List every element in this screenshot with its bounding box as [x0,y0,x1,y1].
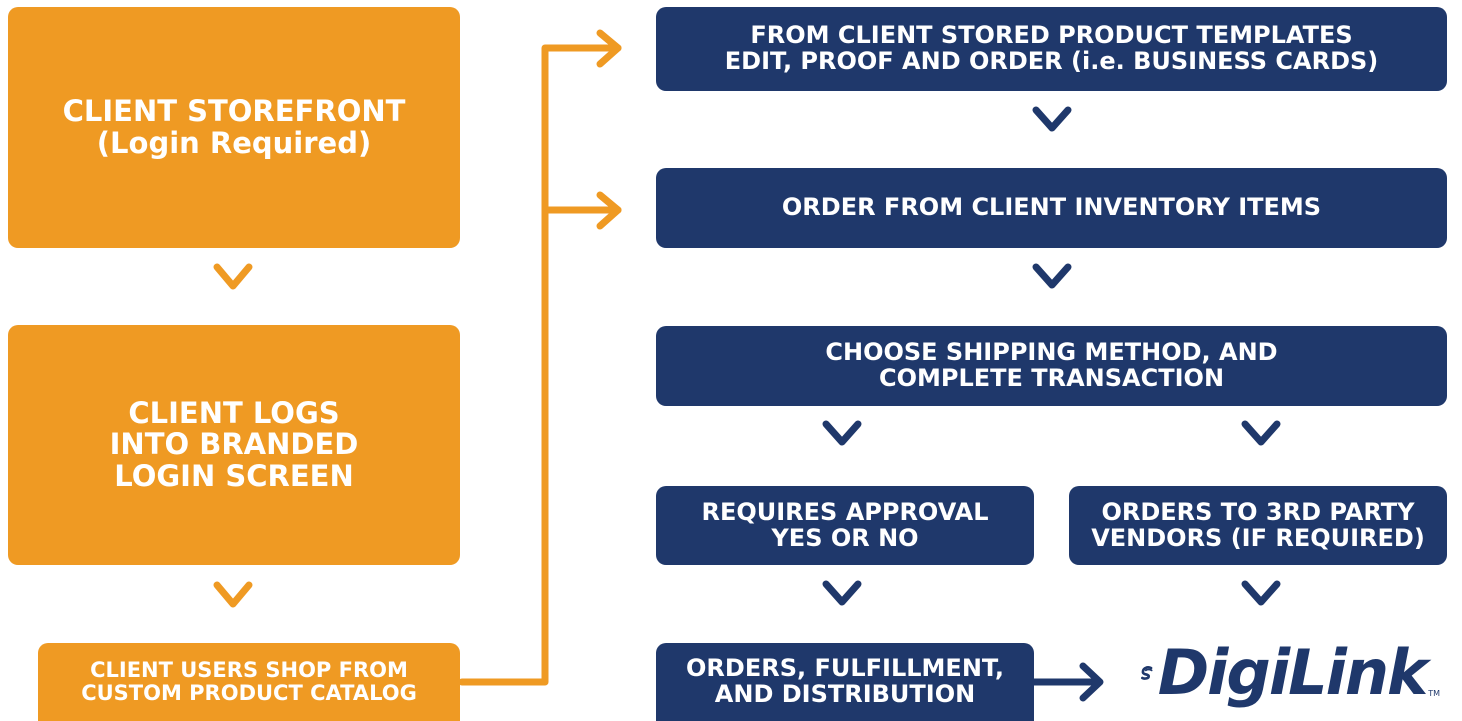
login-line-3: LOGIN SCREEN [114,458,354,493]
fulfillment-line-2: AND DISTRIBUTION [714,680,976,708]
arrow-shipping-to-vendors [1241,420,1281,446]
shop-line-1: CLIENT USERS SHOP FROM [90,658,408,683]
templates-line-2: EDIT, PROOF AND ORDER (i.e. BUSINESS CAR… [724,47,1379,75]
digilink-swirl-icon [1141,666,1153,680]
shop-line-2: CUSTOM PRODUCT CATALOG [81,681,417,705]
templates-line-1: FROM CLIENT STORED PRODUCT TEMPLATES [750,21,1353,50]
client-shop-box: CLIENT USERS SHOP FROM CUSTOM PRODUCT CA… [38,643,460,721]
fulfillment-distribution-box: ORDERS, FULFILLMENT, AND DISTRIBUTION [656,643,1034,721]
approval-line-1: REQUIRES APPROVAL [701,497,989,526]
arrow-login-to-shop [213,581,253,608]
arrowhead-templates [596,29,622,68]
inventory-line-1: ORDER FROM CLIENT INVENTORY ITEMS [781,193,1322,222]
storefront-subtitle: (Login Required) [96,125,372,160]
storefront-title: CLIENT STOREFRONT [62,94,406,129]
third-party-vendors-box: ORDERS TO 3RD PARTY VENDORS (IF REQUIRED… [1069,486,1447,565]
inventory-items-box: ORDER FROM CLIENT INVENTORY ITEMS [656,168,1447,248]
shipping-line-2: COMPLETE TRANSACTION [878,364,1225,392]
requires-approval-box: REQUIRES APPROVAL YES OR NO [656,486,1034,565]
digilink-wordmark: DigiLink [1157,636,1428,709]
arrow-templates-down [1032,106,1072,132]
login-line-1: CLIENT LOGS [128,396,340,431]
vendors-line-2: VENDORS (IF REQUIRED) [1091,523,1425,552]
arrow-shipping-to-approval [822,420,862,446]
digilink-logo: DigiLink TM [1140,638,1440,708]
client-storefront-box: CLIENT STOREFRONT (Login Required) [8,7,460,248]
arrow-storefront-to-login [213,263,253,290]
arrow-approval-to-fulfillment [822,580,862,606]
login-line-2: INTO BRANDED [109,427,359,462]
arrow-inventory-down [1032,263,1072,289]
arrowhead-inventory [596,191,622,230]
arrow-vendors-down [1241,580,1281,606]
product-templates-box: FROM CLIENT STORED PRODUCT TEMPLATES EDI… [656,7,1447,91]
vendors-line-1: ORDERS TO 3RD PARTY [1101,497,1415,526]
connector-shop-to-templates [458,44,622,686]
approval-line-2: YES OR NO [771,523,919,552]
fulfillment-line-1: ORDERS, FULFILLMENT, [686,654,1004,683]
client-login-box: CLIENT LOGS INTO BRANDED LOGIN SCREEN [8,325,460,565]
arrowhead-logo [1079,662,1104,702]
shipping-method-box: CHOOSE SHIPPING METHOD, AND COMPLETE TRA… [656,326,1447,406]
shipping-line-1: CHOOSE SHIPPING METHOD, AND [825,338,1278,367]
trademark-mark: TM [1428,689,1440,698]
